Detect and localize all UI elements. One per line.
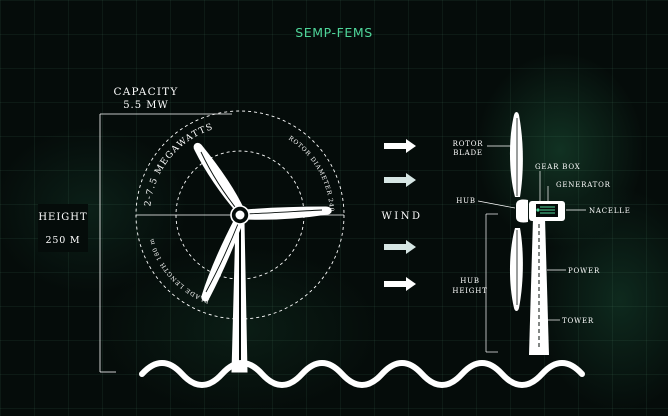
capacity-value: 5.5 MW	[123, 100, 169, 111]
generator-lines	[540, 206, 555, 214]
rotor-blade-label-1: ROTOR	[453, 140, 484, 148]
side-blade-bottom	[509, 228, 523, 311]
side-blade-top	[509, 112, 523, 197]
wind-arrow-icon	[384, 277, 416, 291]
main-hub	[230, 205, 250, 225]
wind-arrows	[384, 139, 416, 291]
wind-label: WIND	[382, 211, 423, 222]
callout-lines	[477, 145, 586, 353]
rotor-blade-label-2: BLADE	[453, 149, 483, 157]
side-hub	[516, 199, 528, 223]
sea-wave	[139, 360, 585, 388]
blade-up	[193, 142, 245, 216]
height-bracket	[99, 113, 232, 373]
tower-label: TOWER	[562, 317, 594, 325]
height-label: HEIGHT	[38, 212, 87, 223]
main-rotor-blades	[193, 142, 332, 302]
height-label-bg	[38, 204, 88, 252]
power-label: POWER	[568, 267, 600, 275]
wind-arrow-icon	[384, 139, 416, 153]
gear-icon	[536, 208, 540, 212]
wind-arrow-icon	[384, 173, 416, 187]
blade-right	[239, 206, 332, 220]
hub-height-label-1: HUB	[460, 277, 480, 285]
hub-height-label-2: HEIGHT	[452, 287, 487, 295]
gear-box-label: GEAR BOX	[535, 163, 581, 171]
capacity-label: CAPACITY	[113, 86, 178, 98]
generator-label: GENERATOR	[556, 181, 611, 189]
side-turbine-tower	[529, 218, 549, 355]
hub-label: HUB	[456, 197, 476, 205]
blade-length-arc-label: BLADE LENGTH 180 m	[148, 237, 210, 304]
height-value: 250 M	[46, 235, 81, 246]
page-title: SEMP-FEMS	[295, 25, 373, 40]
wind-arrow-icon	[384, 240, 416, 254]
side-rotor-blades	[509, 112, 523, 311]
nacelle-label: NACELLE	[589, 207, 631, 215]
